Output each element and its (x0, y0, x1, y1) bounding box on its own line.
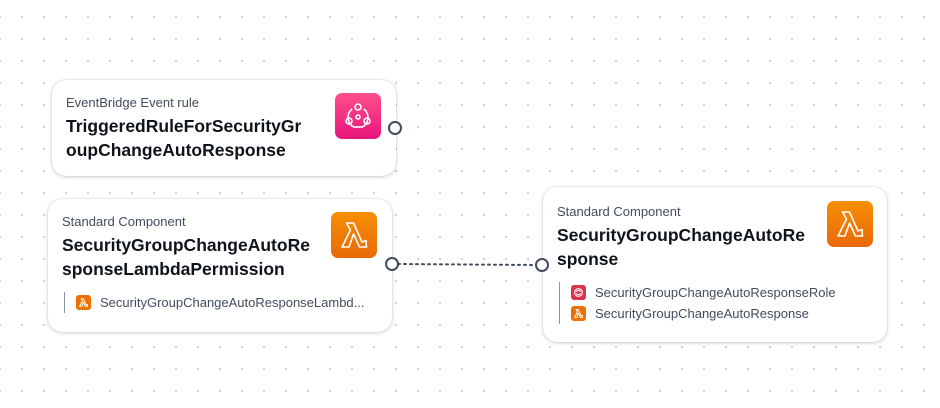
child-resource-label: SecurityGroupChangeAutoResponse (595, 306, 809, 321)
lambda-icon (331, 212, 377, 258)
child-resource-label: SecurityGroupChangeAutoResponseRole (595, 285, 836, 300)
node-title: SecurityGroupChangeAutoResponse (557, 225, 805, 269)
node-type-label: EventBridge Event rule (66, 95, 199, 110)
node-lambda-permission[interactable]: Standard Component SecurityGroupChangeAu… (48, 199, 392, 332)
node-title: SecurityGroupChangeAutoResponseLambdaPer… (62, 235, 310, 279)
child-resource-label: SecurityGroupChangeAutoResponseLambd... (100, 295, 365, 310)
function-input-port[interactable] (535, 258, 549, 272)
child-resource[interactable]: SecurityGroupChangeAutoResponseRole (571, 282, 836, 303)
lambda-icon (76, 295, 91, 310)
child-resource-list: SecurityGroupChangeAutoResponseLambd... (64, 292, 365, 313)
child-resource[interactable]: SecurityGroupChangeAutoResponse (571, 303, 836, 324)
permission-output-port[interactable] (385, 257, 399, 271)
node-title: TriggeredRuleForSecurityGroupChangeAutoR… (66, 116, 302, 160)
iam-role-icon (571, 285, 586, 300)
child-resource-list: SecurityGroupChangeAutoResponseRole Secu… (559, 282, 836, 324)
lambda-icon (571, 306, 586, 321)
event-rule-output-port[interactable] (388, 121, 402, 135)
node-lambda-function[interactable]: Standard Component SecurityGroupChangeAu… (543, 187, 887, 342)
node-type-label: Standard Component (62, 214, 186, 229)
edge-permission-to-function[interactable] (397, 263, 537, 266)
lambda-icon (827, 201, 873, 247)
node-type-label: Standard Component (557, 204, 681, 219)
child-resource[interactable]: SecurityGroupChangeAutoResponseLambd... (76, 292, 365, 313)
eventbridge-icon (335, 93, 381, 139)
node-event-rule[interactable]: EventBridge Event rule TriggeredRuleForS… (52, 80, 396, 176)
